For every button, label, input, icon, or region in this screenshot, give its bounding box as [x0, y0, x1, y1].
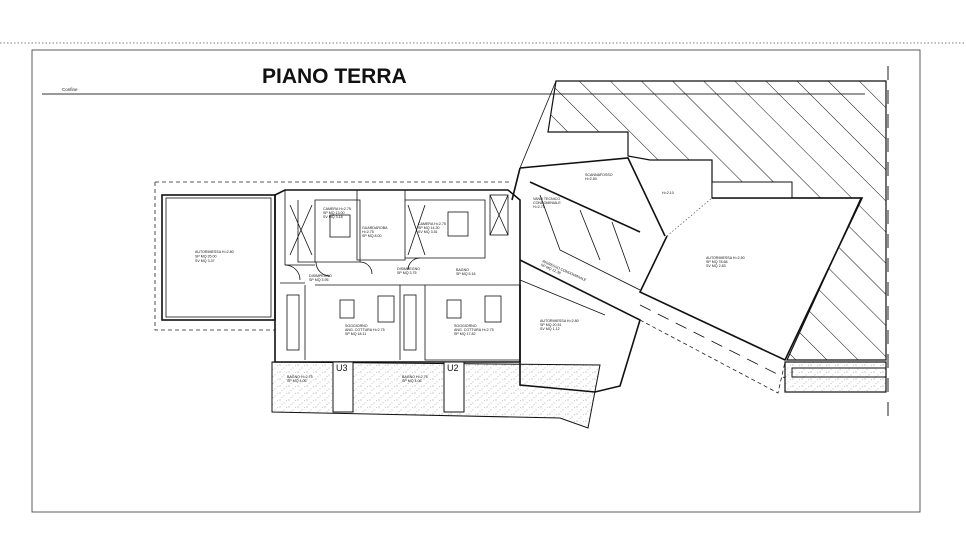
garage-left-inner — [165, 197, 272, 318]
bed-2 — [447, 211, 469, 237]
bed-1 — [329, 214, 351, 238]
kitchen-2 — [403, 294, 417, 351]
unit-entry-u3 — [332, 361, 354, 413]
garage-right-open-edge — [666, 197, 713, 237]
sofa-2 — [484, 295, 502, 323]
hatch-edge — [519, 80, 557, 169]
condominium-walls — [511, 157, 666, 393]
wardrobe-marks — [289, 200, 426, 263]
garage-dashed-outline — [154, 182, 275, 331]
stairs — [489, 194, 509, 236]
planter-inner — [791, 367, 887, 378]
kitchen-1 — [286, 294, 300, 351]
condominium-interior — [519, 194, 641, 316]
room-h210: H=2.10 — [662, 191, 674, 195]
unit-label-u2: U2 — [447, 363, 459, 373]
stairs-mark — [489, 194, 509, 236]
sheet-border — [31, 49, 921, 513]
interior-walls-bottom — [280, 282, 520, 361]
garage-door-line — [639, 304, 786, 379]
unit-label-u3: U3 — [336, 363, 348, 373]
light-well — [711, 181, 793, 199]
driveway-line — [639, 319, 786, 394]
hatched-ground — [547, 80, 887, 361]
boundary-label: Confine — [62, 87, 78, 92]
garden-area — [271, 361, 601, 429]
garage-left-walls — [161, 194, 276, 321]
page-title: PIANO TERRA — [262, 65, 407, 88]
unit-entry-u2 — [443, 361, 465, 413]
table-1 — [339, 299, 355, 319]
door-swings — [284, 257, 421, 281]
table-2 — [446, 299, 462, 319]
garage-right-walls — [638, 197, 864, 362]
sofa-1 — [377, 295, 395, 323]
